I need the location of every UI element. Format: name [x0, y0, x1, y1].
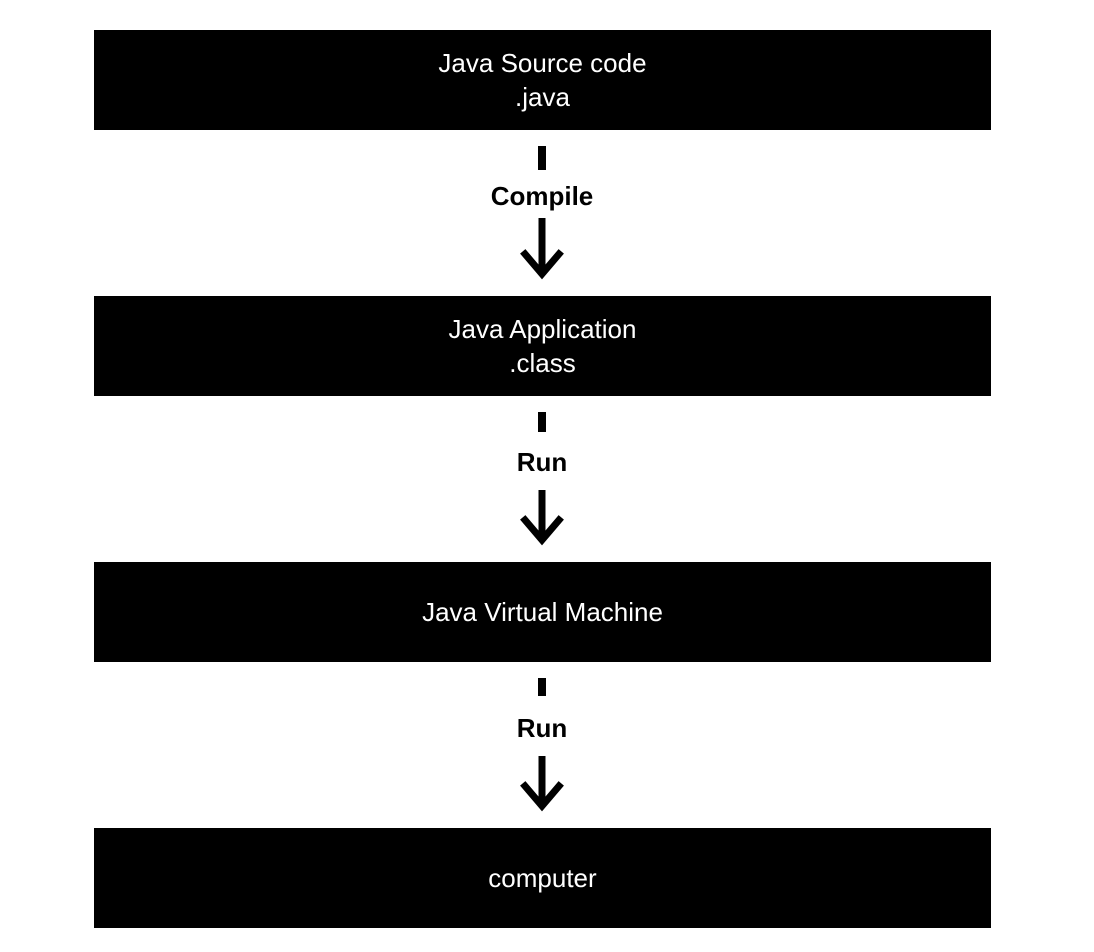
node-title: Java Virtual Machine	[422, 597, 663, 627]
node-title: computer	[488, 863, 597, 893]
edge-run-computer: Run	[472, 678, 612, 814]
node-title: Java Source code	[438, 48, 647, 78]
arrow-down-icon	[520, 412, 564, 546]
node-extension: .class	[509, 348, 576, 378]
edge-compile: Compile	[472, 146, 612, 282]
arrow-down-icon	[520, 146, 564, 280]
node-java-virtual-machine: Java Virtual Machine	[94, 562, 991, 662]
node-java-application: Java Application .class	[94, 296, 991, 396]
edge-label: Compile	[472, 180, 612, 212]
arrow-down-icon	[520, 678, 564, 812]
edge-label: Run	[472, 446, 612, 478]
node-java-source-code: Java Source code .java	[94, 30, 991, 130]
edge-run-jvm: Run	[472, 412, 612, 548]
edge-label: Run	[472, 712, 612, 744]
node-title: Java Application	[448, 314, 637, 344]
node-computer: computer	[94, 828, 991, 928]
node-extension: .java	[515, 82, 570, 112]
